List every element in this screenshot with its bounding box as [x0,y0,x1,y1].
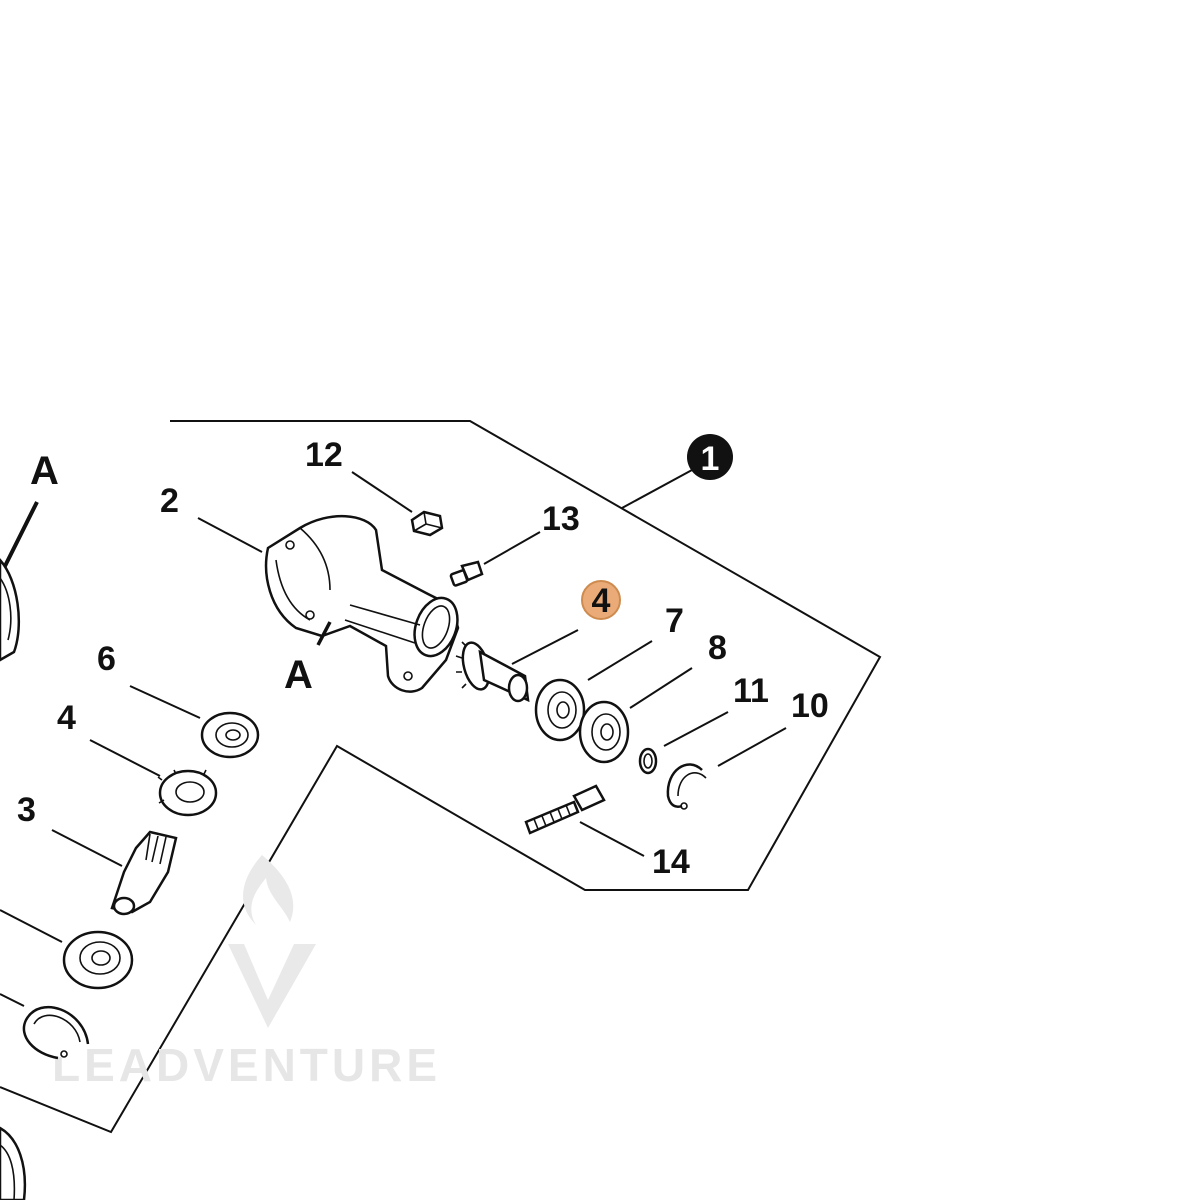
bolt-icon[interactable] [410,510,444,537]
callout-10[interactable]: 10 [791,687,829,725]
long-bolt-icon[interactable] [524,784,606,835]
callout-14[interactable]: 14 [652,843,690,881]
section-marker-center: A [284,621,332,697]
callout-8[interactable]: 8 [708,629,727,667]
small-ring-icon[interactable] [638,747,658,775]
circlip-icon[interactable] [666,763,707,810]
section-marker-center-label: A [284,653,313,697]
assembly-badge[interactable]: 1 [621,434,733,509]
ball-bearing-icon[interactable] [534,678,586,742]
circlip-icon-2[interactable] [22,1005,90,1060]
section-marker-left-label: A [30,449,59,493]
ball-bearing-icon-4[interactable] [62,930,134,990]
callout-4[interactable]: 4 [57,699,76,737]
ball-bearing-icon-3[interactable] [200,711,260,759]
screw-icon[interactable] [449,560,484,587]
assembly-badge-number: 1 [701,440,720,478]
callout-13[interactable]: 13 [542,500,580,538]
assembly-outline [0,420,882,1134]
callout-labels: 2 12 13 7 8 11 10 14 6 4 3 [17,436,829,881]
bevel-gear-shaft-icon[interactable] [455,640,530,703]
highlight-callout[interactable]: 4 [581,580,621,620]
flame-logo-icon [228,855,316,1028]
pinion-gear-icon[interactable] [157,769,218,817]
drive-shaft-icon[interactable] [110,830,178,916]
leader-lines [0,471,787,1007]
partial-housing-left [0,558,21,662]
gear-housing-icon[interactable] [264,515,465,693]
callout-2[interactable]: 2 [160,482,179,520]
highlight-callout-number: 4 [592,582,611,620]
section-marker-left: A [0,449,59,576]
watermark-text: LEADVENTURE [52,1039,441,1091]
watermark: LEADVENTURE [52,855,441,1091]
ball-bearing-icon-2[interactable] [578,700,630,764]
callout-7[interactable]: 7 [665,602,684,640]
callout-3[interactable]: 3 [17,791,36,829]
callout-12[interactable]: 12 [305,436,343,474]
callout-6[interactable]: 6 [97,640,116,678]
callout-11[interactable]: 11 [733,672,769,710]
